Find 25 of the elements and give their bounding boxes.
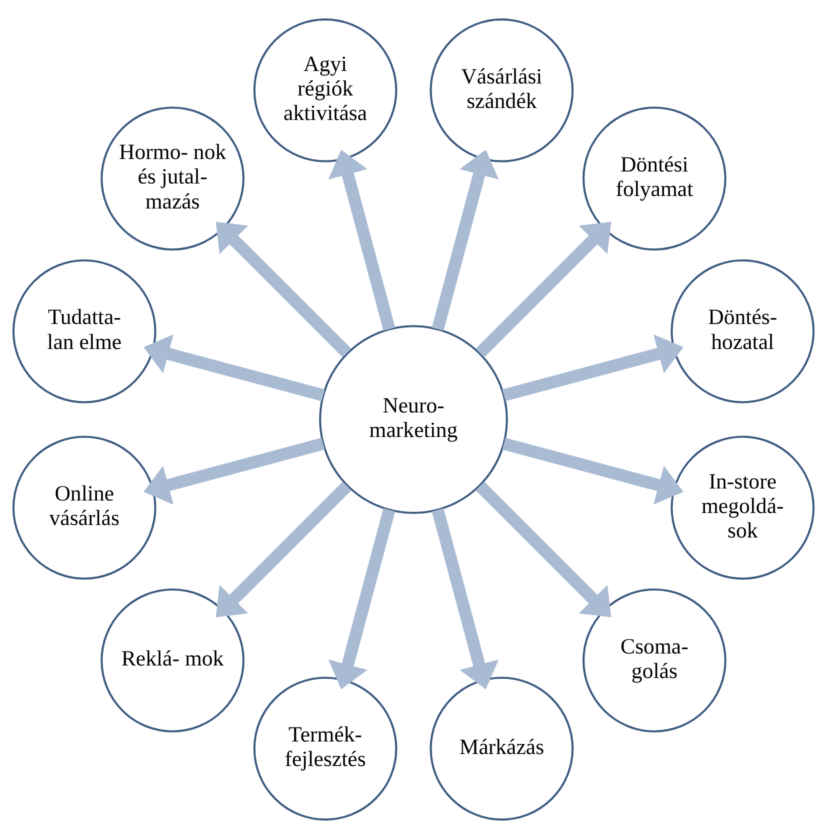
- node-circle: Döntés- hozatal: [670, 258, 815, 403]
- arrow: [432, 508, 499, 689]
- arrow: [216, 221, 352, 357]
- arrow: [328, 149, 396, 330]
- arrow: [144, 334, 325, 401]
- node-circle: Termék- fejlesztés: [253, 676, 398, 820]
- node-circle: Márkázás: [430, 676, 574, 820]
- node-circle: Vásárlási szándék: [430, 18, 574, 162]
- arrow: [502, 334, 684, 401]
- arrow: [216, 481, 352, 617]
- node-circle: Tudatta- lan elme: [12, 258, 156, 403]
- arrow: [432, 149, 499, 330]
- arrow: [328, 508, 396, 689]
- node-circle: Neuro- marketing: [319, 324, 508, 514]
- arrow: [476, 221, 612, 357]
- arrow: [502, 437, 684, 504]
- node-circle: Agyi régiók aktivitása: [253, 18, 398, 162]
- arrow: [144, 437, 325, 504]
- node-circle: Csoma- golás: [582, 588, 726, 732]
- node-circle: In-store megoldá- sok: [670, 435, 815, 580]
- node-circle: Döntési folyamat: [582, 106, 726, 250]
- node-circle: Reklá- mok: [100, 588, 244, 732]
- node-circle: Hormo- nok és jutal- mazás: [100, 106, 244, 250]
- node-circle: Online vásárlás: [12, 435, 156, 580]
- arrow: [476, 481, 612, 617]
